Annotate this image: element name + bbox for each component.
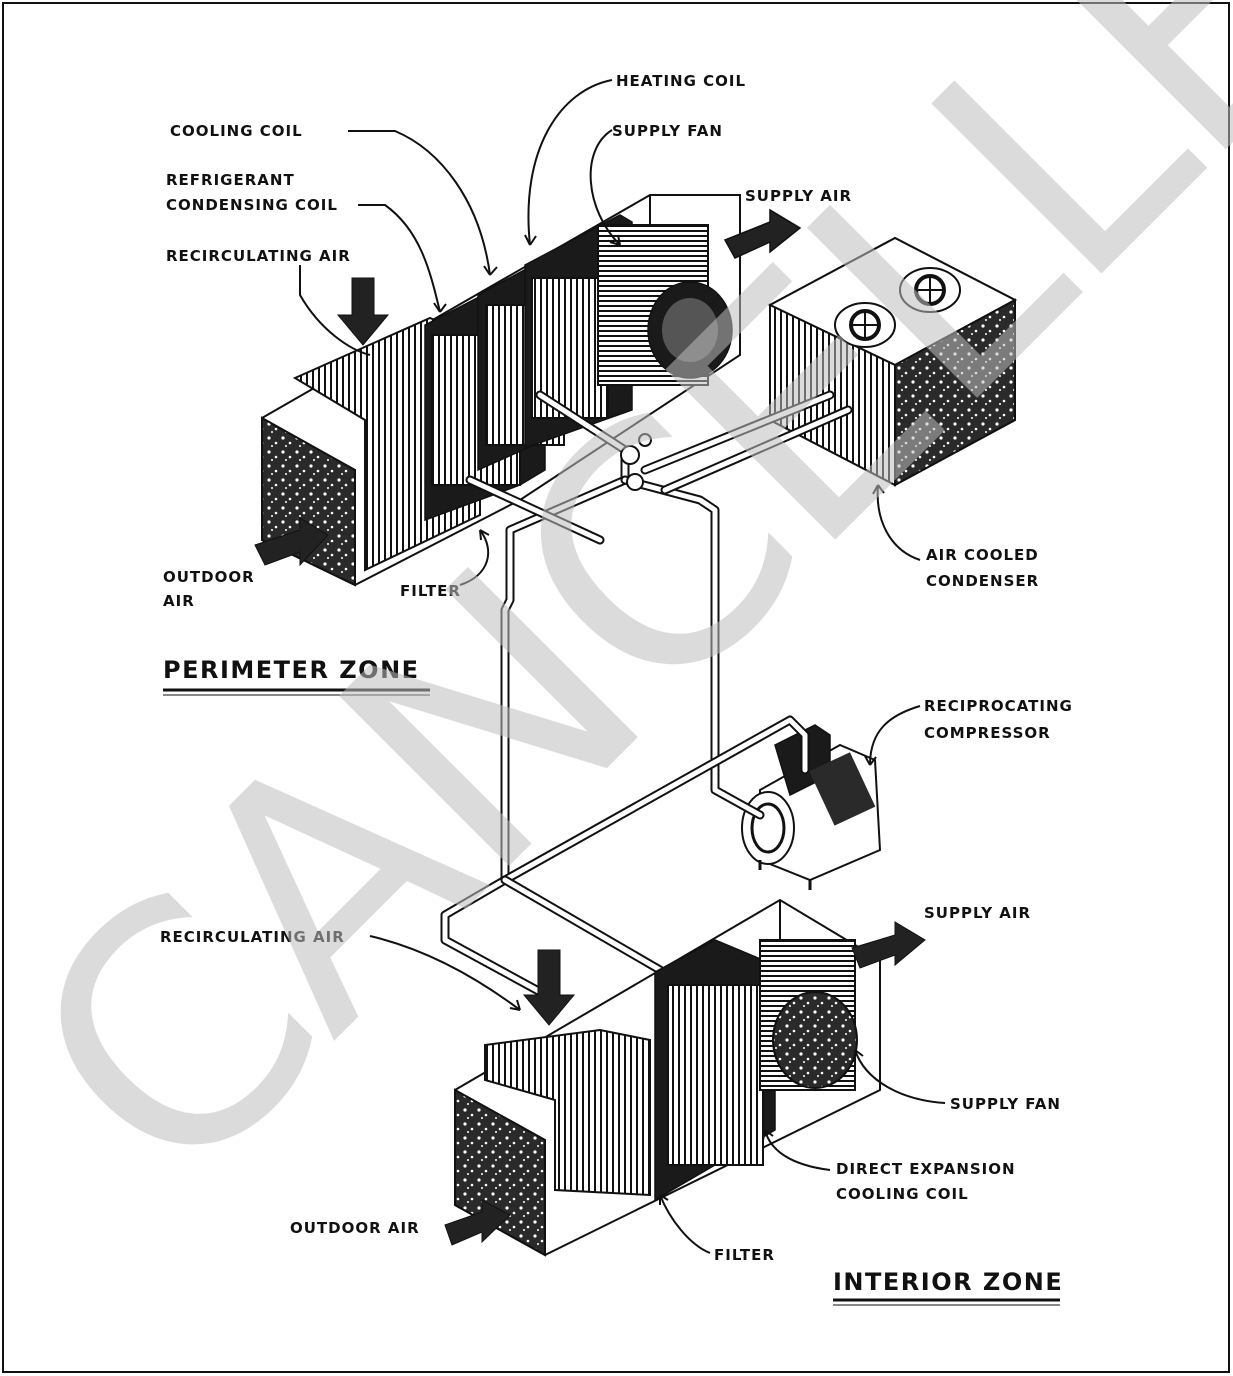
label-heating-coil: HEATING COIL: [616, 72, 746, 90]
label-direct-expansion: DIRECT EXPANSION: [836, 1160, 1016, 1178]
label-reciprocating: RECIPROCATING: [924, 697, 1073, 715]
label-filter-bottom: FILTER: [714, 1246, 775, 1264]
label-condenser: CONDENSER: [926, 572, 1039, 590]
label-refrigerant: REFRIGERANT: [166, 171, 295, 189]
reciprocating-compressor: [742, 725, 880, 890]
interior-supply-air-arrow: [852, 922, 925, 968]
label-recirc-air-top: RECIRCULATING AIR: [166, 247, 351, 265]
interior-dx-cooling-coil: [655, 940, 775, 1200]
label-cooling-coil: COOLING COIL: [170, 122, 303, 140]
perimeter-recirc-air-arrow: [338, 278, 388, 345]
label-cooling-coil-bottom: COOLING COIL: [836, 1185, 969, 1203]
label-outdoor-air-top-2: AIR: [163, 592, 195, 610]
interior-supply-fan: [760, 940, 857, 1090]
label-air-cooled: AIR COOLED: [926, 546, 1039, 564]
label-condensing-coil: CONDENSING COIL: [166, 196, 338, 214]
label-compressor: COMPRESSOR: [924, 724, 1051, 742]
label-outdoor-air-bottom: OUTDOOR AIR: [290, 1219, 420, 1237]
label-outdoor-air-top-1: OUTDOOR: [163, 568, 255, 586]
label-supply-air-bottom: SUPPLY AIR: [924, 904, 1031, 922]
label-supply-fan-bottom: SUPPLY FAN: [950, 1095, 1061, 1113]
label-supply-fan-top: SUPPLY FAN: [612, 122, 723, 140]
interior-zone-title: INTERIOR ZONE: [833, 1268, 1063, 1296]
